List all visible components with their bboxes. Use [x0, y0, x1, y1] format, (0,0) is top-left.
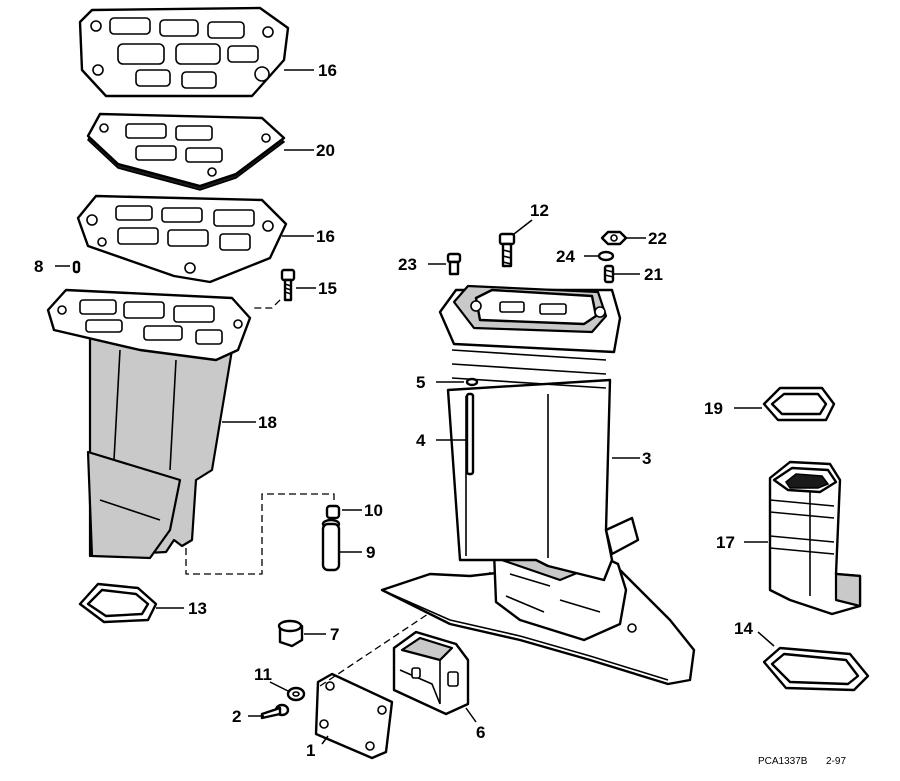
part-4-stud — [465, 392, 475, 476]
callout-1: 1 — [306, 741, 315, 760]
leader-11 — [269, 681, 291, 693]
callout-20: 20 — [316, 141, 335, 160]
callout-15: 15 — [318, 279, 337, 298]
part-20-adapter-plate — [86, 112, 286, 191]
callout-14: 14 — [734, 619, 753, 638]
callout-7: 7 — [330, 625, 339, 644]
callout-3: 3 — [642, 449, 651, 468]
part-16-top-gasket — [78, 6, 290, 98]
callout-19: 19 — [704, 399, 723, 418]
callout-6: 6 — [476, 723, 485, 742]
dash-9 — [185, 493, 335, 575]
callout-22: 22 — [648, 229, 667, 248]
callout-23: 23 — [398, 255, 417, 274]
part-3-driveshaft-housing — [380, 284, 696, 686]
part-14-seal — [762, 646, 870, 692]
part-19-seal — [762, 386, 836, 422]
part-17-exhaust-tube — [768, 460, 862, 616]
part-9-tube — [321, 518, 341, 572]
part-24-washer — [597, 250, 615, 262]
callout-16-top: 16 — [318, 61, 337, 80]
part-11-washer — [286, 686, 306, 702]
leader-1 — [321, 735, 329, 745]
part-12-screw — [498, 232, 516, 268]
part-15-screw — [280, 268, 296, 302]
callout-17: 17 — [716, 533, 735, 552]
callout-24: 24 — [556, 247, 575, 266]
part-7-plug — [277, 619, 304, 648]
part-21-stud — [603, 264, 615, 284]
callout-21: 21 — [644, 265, 663, 284]
leader-14 — [757, 631, 775, 647]
callout-13: 13 — [188, 599, 207, 618]
part-18-exhaust-housing — [46, 288, 252, 560]
part-16-lower-gasket — [76, 194, 288, 284]
leader-12 — [513, 219, 533, 235]
part-5-washer — [465, 377, 479, 387]
part-1-cover-plate — [314, 672, 394, 760]
part-22-nut — [600, 230, 628, 246]
callout-8: 8 — [34, 257, 43, 276]
part-23-screw — [446, 252, 462, 276]
dash-15 — [252, 299, 281, 309]
callout-12: 12 — [530, 201, 549, 220]
callout-5: 5 — [416, 373, 425, 392]
callout-10: 10 — [364, 501, 383, 520]
part-10-cap — [325, 504, 341, 520]
callout-4: 4 — [416, 431, 426, 450]
part-2-screw — [260, 703, 290, 720]
callout-2: 2 — [232, 707, 241, 726]
part-8-dowel-pin — [72, 260, 81, 274]
leader-6 — [465, 707, 477, 723]
part-6-rubber-mount — [392, 630, 470, 716]
callout-9: 9 — [366, 543, 375, 562]
callout-16-lower: 16 — [316, 227, 335, 246]
callout-18: 18 — [258, 413, 277, 432]
figure-code: PCA1337B — [758, 756, 808, 767]
part-13-seal — [78, 582, 158, 624]
figure-date: 2-97 — [826, 756, 846, 767]
callout-11: 11 — [254, 665, 272, 684]
